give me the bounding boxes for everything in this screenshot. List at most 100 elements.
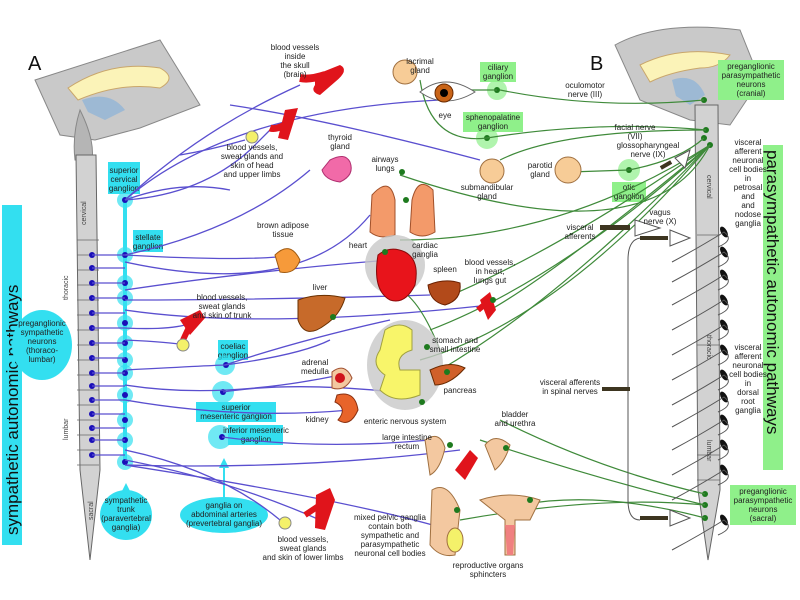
label-line: small intestine (430, 345, 481, 354)
svg-text:preganglionic: preganglionic (739, 487, 787, 496)
parotid-gland (554, 156, 582, 184)
otic-ganglion-label: otic ganglion (612, 159, 646, 202)
label-line: in (745, 379, 751, 388)
segment-label-right-thoracic: thoracic (705, 335, 712, 360)
brain-left (34, 39, 201, 161)
afferent-fiber (671, 251, 729, 283)
svg-text:ganglion: ganglion (614, 192, 644, 201)
segment-label-left-thoracic: thoracic (63, 275, 70, 300)
preganglionic-sympathetic-label: preganglionic sympathetic neurons (thora… (12, 310, 72, 380)
svg-text:superior: superior (110, 166, 139, 175)
spinal-cord-right (694, 104, 721, 561)
label-line: petrosal (734, 183, 763, 192)
pancreas-ganglion-dot (444, 369, 450, 375)
heart (376, 248, 417, 302)
enteric-ganglion-dot (419, 399, 425, 405)
sphenopalatine-ganglion-label: sphenopalatine ganglion (463, 112, 523, 149)
label-line: nerve (IX) (630, 150, 665, 159)
label-line: lungs gut (474, 276, 507, 285)
label-line: parasympathetic (361, 540, 420, 549)
svg-text:preganglionic: preganglionic (727, 62, 775, 71)
liver-label: liver (313, 283, 328, 292)
label-line: dorsal (737, 388, 759, 397)
label-line: blood vessels, (278, 535, 329, 544)
trunk-ganglion (122, 320, 128, 326)
thyroid-gland (321, 156, 352, 183)
panel-b-label: B (590, 53, 603, 75)
label-line: glossopharyngeal (617, 141, 680, 150)
label-line: afferent (735, 352, 763, 361)
svg-text:neurons: neurons (28, 337, 57, 346)
svg-text:(paravertebral: (paravertebral (101, 514, 151, 523)
label-line: medulla (301, 367, 330, 376)
label-line: nodose (735, 210, 762, 219)
stellate-ganglion-label: stellate ganglion (133, 230, 163, 252)
liver-ganglion-dot (330, 314, 336, 320)
heart-label: heart (349, 241, 368, 250)
brown-adipose-tissue (274, 248, 301, 273)
preganglionic-cranial-label: preganglionic parasympathetic neurons (c… (718, 60, 784, 100)
svg-text:ganglion: ganglion (478, 122, 508, 131)
afferent-pathways (600, 149, 729, 551)
segment-label-left-lumbar: lumbar (63, 418, 70, 440)
svg-text:preganglionic: preganglionic (18, 319, 66, 328)
parasympathetic-pathways (399, 79, 711, 521)
afferent-fiber (671, 444, 729, 476)
label-line: heart (349, 241, 368, 250)
label-line: airways (371, 155, 398, 164)
afferent-fiber (671, 349, 729, 381)
sympathetic-trunk-label: sympathetic trunk (paravertebral ganglia… (100, 483, 152, 540)
label-line: (brain) (283, 70, 306, 79)
label-line: visceral afferents (540, 378, 600, 387)
spleen-label: spleen (433, 265, 457, 274)
afferent-fiber (671, 274, 729, 306)
label-line: and skin of lower limbs (263, 553, 344, 562)
label-line: and upper limbs (224, 170, 281, 179)
label-line: blood vessels, (227, 143, 278, 152)
svg-text:neurons: neurons (749, 505, 778, 514)
ciliary-ganglion-label: ciliary ganglion (480, 62, 516, 100)
brain-right (614, 26, 761, 126)
label-line: gland (530, 170, 550, 179)
segment-label-left-cervical: cervical (81, 201, 88, 225)
label-line: vagus (649, 208, 670, 217)
label-line: neuronal (732, 361, 763, 370)
label-line: and urethra (495, 419, 536, 428)
svg-text:sympathetic: sympathetic (21, 328, 64, 337)
svg-text:ganglia): ganglia) (112, 523, 141, 532)
blood-vessels-head (268, 108, 298, 140)
label-line: mixed pelvic ganglia (354, 513, 427, 522)
svg-text:sympathetic: sympathetic (105, 496, 148, 505)
label-line: tissue (273, 230, 294, 239)
svg-text:ganglion: ganglion (483, 72, 513, 81)
label-line: enteric nervous system (364, 417, 447, 426)
svg-text:(cranial): (cranial) (737, 89, 766, 98)
afferent-fiber (671, 231, 729, 263)
bladder (484, 438, 511, 471)
blood-vessels-lower-limbs (278, 488, 335, 530)
afferent-fiber (671, 519, 729, 551)
eye (419, 81, 476, 103)
label-line: lacrimal (406, 57, 434, 66)
label-line: liver (313, 283, 328, 292)
superior-cervical-ganglion-label: superior cervical ganglion (108, 162, 140, 194)
afferent-fiber (671, 469, 729, 501)
facial-label: facial nerve(VII) (615, 123, 656, 141)
afferent-fiber (671, 299, 729, 331)
label-line: and skin of trunk (193, 311, 253, 320)
label-line: inside (285, 52, 306, 61)
blood-vessels-trunk (176, 310, 205, 352)
label-line: gland (410, 66, 430, 75)
label-line: nerve (X) (644, 217, 677, 226)
